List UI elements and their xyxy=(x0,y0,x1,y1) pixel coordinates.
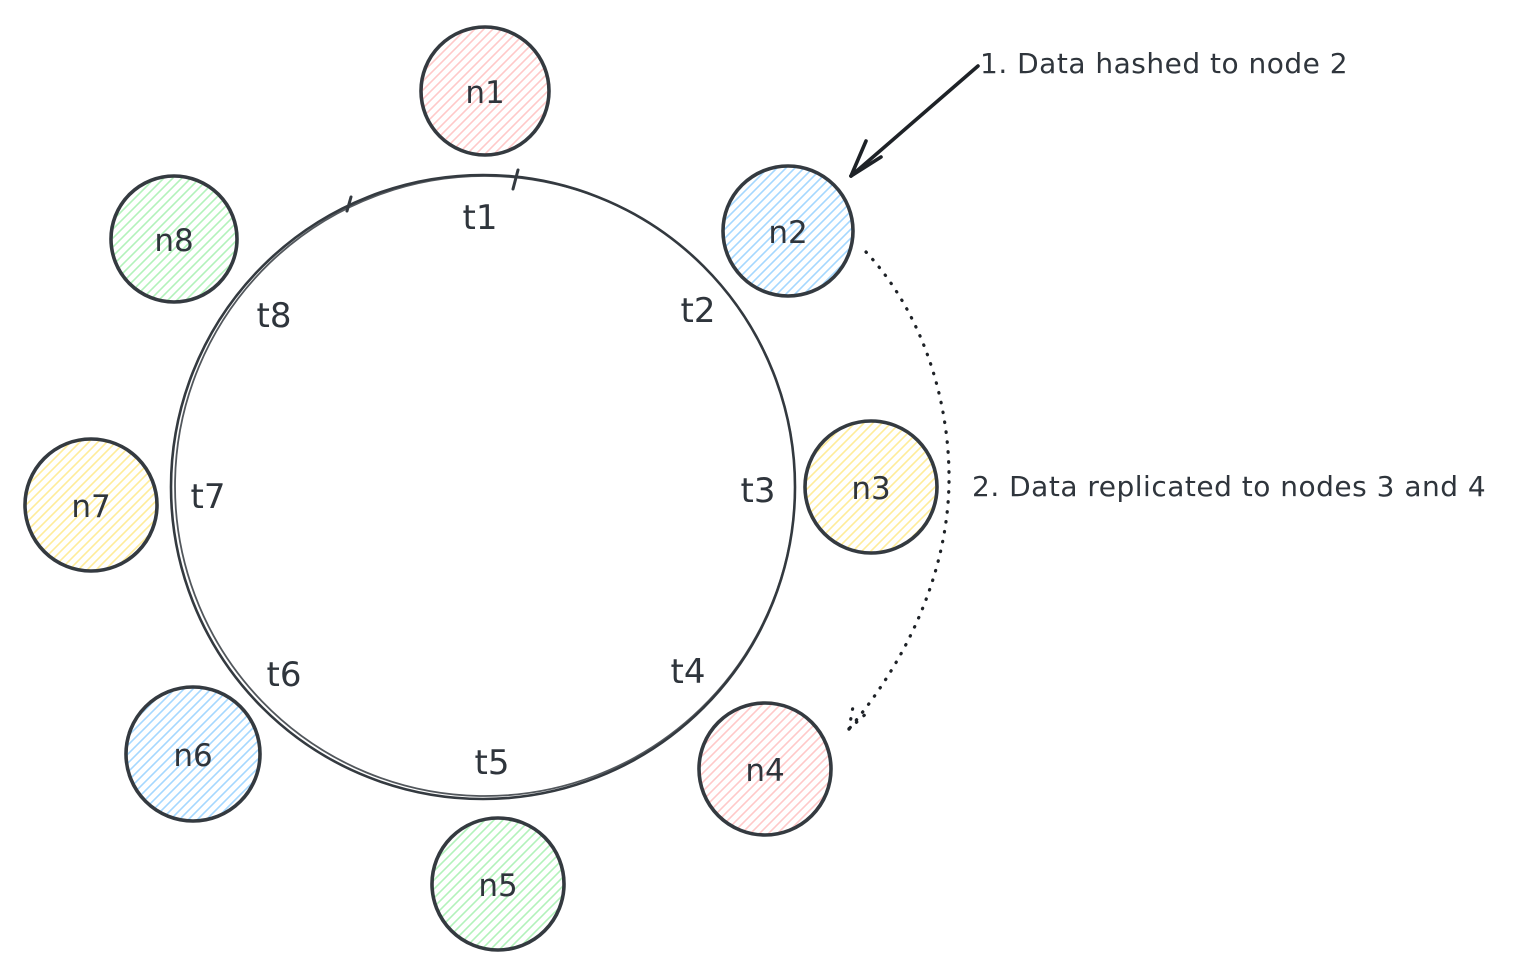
annotation-step1-text: 1. Data hashed to node 2 xyxy=(980,47,1348,80)
tick-label-t3: t3 xyxy=(741,471,776,511)
node-n8: n8 xyxy=(109,174,239,304)
node-label-n6: n6 xyxy=(173,738,212,774)
node-label-n3: n3 xyxy=(851,471,890,507)
hash-ring xyxy=(169,168,797,801)
node-n1: n1 xyxy=(419,25,551,157)
tick-label-t1: t1 xyxy=(463,198,498,238)
node-n5: n5 xyxy=(430,816,566,952)
node-n7: n7 xyxy=(23,437,159,573)
hash-arrow xyxy=(849,64,980,178)
node-label-n7: n7 xyxy=(71,489,110,525)
node-n2: n2 xyxy=(721,164,855,298)
node-label-n8: n8 xyxy=(154,223,193,259)
node-label-n2: n2 xyxy=(768,215,807,251)
tick-label-t2: t2 xyxy=(681,291,716,331)
node-label-n1: n1 xyxy=(465,75,504,111)
tick-label-t8: t8 xyxy=(257,296,292,336)
node-n3: n3 xyxy=(803,419,939,555)
tick-label-t4: t4 xyxy=(671,652,706,692)
tick-label-t6: t6 xyxy=(267,655,302,695)
node-label-n5: n5 xyxy=(478,868,517,904)
ring-tick-mark xyxy=(511,168,520,191)
node-n4: n4 xyxy=(697,701,833,837)
ring-tick-mark xyxy=(345,195,353,213)
tick-label-t5: t5 xyxy=(475,743,510,783)
annotation-step2-text: 2. Data replicated to nodes 3 and 4 xyxy=(972,470,1486,503)
node-n6: n6 xyxy=(124,685,262,823)
replication-arrow xyxy=(847,250,951,731)
tick-label-t7: t7 xyxy=(191,477,226,517)
node-label-n4: n4 xyxy=(745,753,784,789)
